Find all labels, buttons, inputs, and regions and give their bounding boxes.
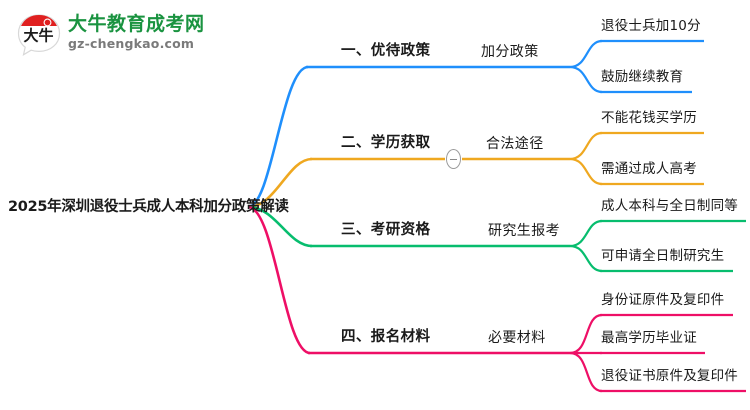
svg-text:大牛: 大牛 <box>23 27 53 45</box>
mid-node-label-2[interactable]: 合法途径 <box>486 136 544 152</box>
mid-node-label-1[interactable]: 加分政策 <box>481 44 539 60</box>
root-to-branch-curve-4 <box>247 205 311 355</box>
mid-to-leaf-curve-4-3 <box>569 351 603 393</box>
mid-to-leaf-curve-1-1 <box>569 39 603 69</box>
root-to-branch-curve-2 <box>247 157 313 209</box>
leaf-label-3-2[interactable]: 可申请全日制研究生 <box>601 248 725 264</box>
root-node-label[interactable]: 2025年深圳退役士兵成人本科加分政策解读 <box>8 199 289 215</box>
leaf-label-4-3[interactable]: 退役证书原件及复印件 <box>601 368 738 384</box>
mid-to-leaf-curve-3-1 <box>569 219 603 248</box>
leaf-label-4-2[interactable]: 最高学历毕业证 <box>601 330 697 346</box>
mid-to-leaf-curve-3-2 <box>569 244 603 273</box>
mid-to-leaf-curve-2-1 <box>569 131 603 161</box>
collapse-toggle-2[interactable] <box>446 149 461 169</box>
leaf-label-1-1[interactable]: 退役士兵加10分 <box>601 18 701 34</box>
logo-site-url: gz-chengkao.com <box>68 36 195 51</box>
branch-connectors-3 <box>247 205 746 273</box>
branch-connectors-1 <box>247 39 704 209</box>
leaf-label-4-1[interactable]: 身份证原件及复印件 <box>601 292 725 308</box>
mid-to-leaf-curve-4-1 <box>569 313 603 355</box>
branch-label-1[interactable]: 一、优待政策 <box>341 43 431 59</box>
mid-to-leaf-curve-2-2 <box>569 157 603 186</box>
branch-connectors-2 <box>247 131 704 209</box>
leaf-label-1-2[interactable]: 鼓励继续教育 <box>601 69 684 85</box>
site-logo: 大牛 大牛教育成考网 gz-chengkao.com <box>16 10 231 60</box>
branch-label-4[interactable]: 四、报名材料 <box>341 329 431 345</box>
branch-label-3[interactable]: 三、考研资格 <box>341 222 431 238</box>
root-to-branch-curve-1 <box>247 65 309 209</box>
logo-text-block: 大牛教育成考网 gz-chengkao.com <box>68 12 230 52</box>
root-to-branch-curve-3 <box>247 205 313 248</box>
mid-node-label-4[interactable]: 必要材料 <box>488 330 546 346</box>
mid-node-label-3[interactable]: 研究生报考 <box>488 223 560 239</box>
branch-connectors-4 <box>247 205 746 393</box>
logo-site-name: 大牛教育成考网 <box>68 13 205 35</box>
logo-mark-icon: 大牛 <box>17 14 61 57</box>
leaf-label-2-2[interactable]: 需通过成人高考 <box>601 161 697 177</box>
leaf-label-2-1[interactable]: 不能花钱买学历 <box>601 110 697 126</box>
mid-to-leaf-curve-1-2 <box>569 65 603 94</box>
leaf-label-3-1[interactable]: 成人本科与全日制同等 <box>601 198 738 214</box>
branch-label-2[interactable]: 二、学历获取 <box>341 135 431 151</box>
